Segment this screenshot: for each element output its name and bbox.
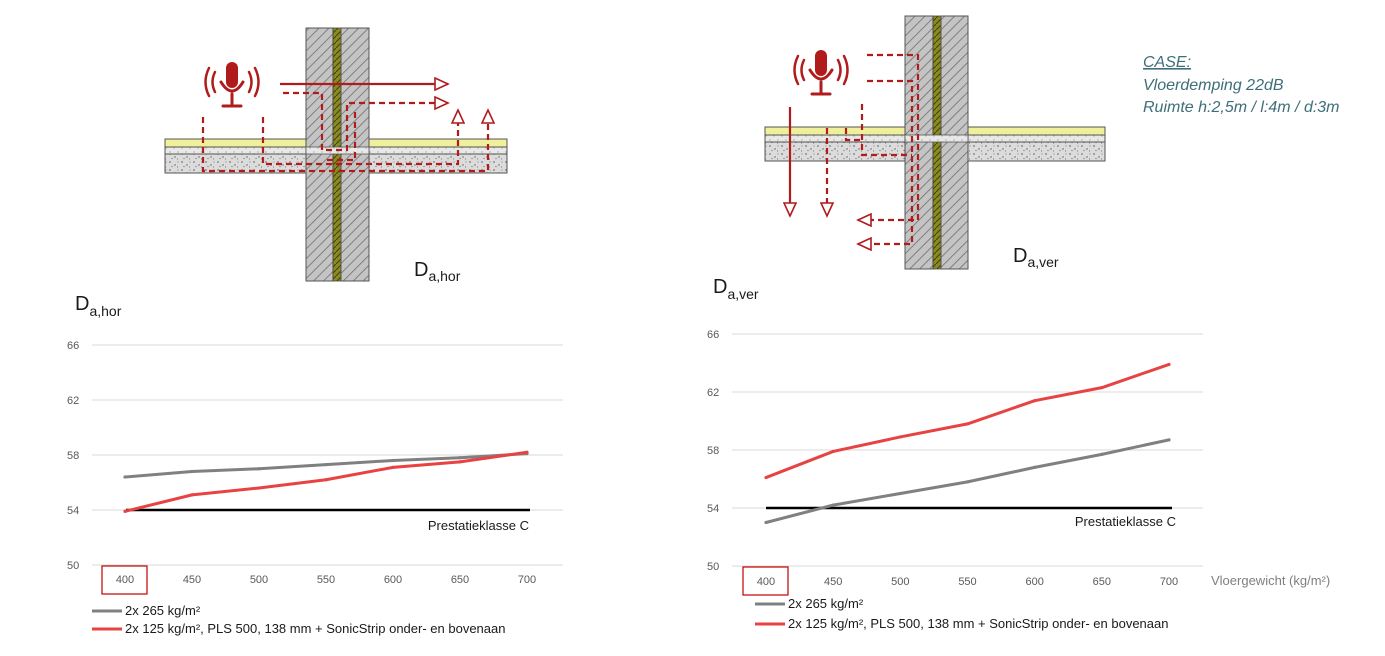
microphone-icon <box>204 62 260 108</box>
data-point <box>324 463 328 467</box>
data-point <box>190 493 194 497</box>
data-point <box>123 475 127 479</box>
data-point <box>391 465 395 469</box>
diagram-label-daver: Da,ver <box>1013 245 1059 270</box>
data-point <box>391 458 395 463</box>
y-tick-label: 58 <box>67 450 79 462</box>
series-line-red <box>765 363 1170 479</box>
y-tick-label: 62 <box>707 387 719 399</box>
chart-title-sub: a,hor <box>89 303 121 319</box>
y-tick-label: 50 <box>707 561 719 573</box>
sound-paths <box>790 53 920 244</box>
reference-label: Prestatieklasse C <box>428 518 529 533</box>
legend-label: 2x 125 kg/m², PLS 500, 138 mm + SonicStr… <box>125 621 505 636</box>
chart-daver: Da,ver 50 54 58 62 66 400 450 500 550 600 650 700 Vlo… <box>707 276 1330 631</box>
x-axis-title: Vloergewicht (kg/m²) <box>1211 573 1330 588</box>
chart-title: Da,hor <box>75 293 122 319</box>
legend-label: 2x 265 kg/m² <box>788 596 864 611</box>
wall-leaf-left <box>305 27 334 282</box>
data-point <box>1167 438 1171 442</box>
data-point <box>965 480 970 484</box>
data-point <box>831 449 835 454</box>
case-line-room: Ruimte h:2,5m / l:4m / d:3m <box>1143 99 1340 116</box>
diagram-label-dahor: Da,hor <box>414 259 461 284</box>
chart-title-main: D <box>713 276 727 298</box>
x-tick-label: 650 <box>451 574 469 586</box>
highlight-box-400 <box>101 565 148 595</box>
data-point <box>324 478 328 482</box>
data-point <box>525 450 529 454</box>
floor-finish-layer <box>164 138 308 148</box>
case-title: CASE: <box>1143 54 1191 71</box>
chart-title-sub: a,ver <box>727 286 758 302</box>
wall-leaf-right <box>940 15 969 270</box>
x-tick-label: 550 <box>317 574 335 586</box>
data-point <box>965 422 970 426</box>
x-tick-label: 500 <box>891 576 909 588</box>
y-tick-label: 66 <box>67 340 79 352</box>
data-point <box>898 435 902 439</box>
vertical-transmission-diagram: Da,ver <box>764 15 1106 270</box>
floor-finish-layer <box>368 138 508 148</box>
x-tick-label: 650 <box>1093 576 1111 588</box>
x-tick-label: 550 <box>958 576 976 588</box>
data-point <box>458 460 462 464</box>
slab-through-wall <box>904 134 969 143</box>
floor-finish-layer <box>764 126 906 136</box>
x-tick-label: 400 <box>116 574 134 586</box>
chart-dahor: Da,hor 50 54 58 62 66 400 450 500 550 600 650 700 Pre… <box>67 293 563 636</box>
case-line-damping: Vloerdemping 22dB <box>1143 77 1284 94</box>
data-point <box>831 503 835 507</box>
x-tick-label: 600 <box>1025 576 1043 588</box>
x-tick-label: 600 <box>384 574 402 586</box>
horizontal-transmission-diagram: Da,hor <box>164 27 508 284</box>
series-line-red <box>124 450 528 513</box>
floor-finish-layer <box>967 126 1106 136</box>
legend-label: 2x 265 kg/m² <box>125 603 201 618</box>
case-description: CASE: Vloerdemping 22dB Ruimte h:2,5m / … <box>1143 54 1340 116</box>
chart-title: Da,ver <box>713 276 759 302</box>
data-point <box>190 469 194 474</box>
data-point <box>458 456 462 460</box>
data-point <box>1100 386 1104 390</box>
x-tick-label: 700 <box>518 574 536 586</box>
y-tick-label: 50 <box>67 560 79 572</box>
data-point <box>123 509 127 513</box>
data-point <box>764 475 768 480</box>
legend-label: 2x 125 kg/m², PLS 500, 138 mm + SonicStr… <box>788 616 1168 631</box>
chart-title-main: D <box>75 293 89 315</box>
x-tick-label: 500 <box>250 574 268 586</box>
y-tick-label: 58 <box>707 445 719 457</box>
data-point <box>1167 362 1171 367</box>
sound-paths <box>201 84 488 173</box>
highlight-box-400 <box>742 566 789 596</box>
y-tick-label: 66 <box>707 329 719 341</box>
y-tick-label: 62 <box>67 395 79 407</box>
data-point <box>1033 465 1037 469</box>
data-point <box>898 491 902 496</box>
data-point <box>1033 399 1037 403</box>
data-point <box>764 520 768 525</box>
data-point <box>257 467 261 471</box>
y-tick-label: 54 <box>67 505 79 517</box>
x-tick-label: 450 <box>824 576 842 588</box>
x-tick-label: 700 <box>1160 576 1178 588</box>
wall-cavity-insulation <box>932 15 942 270</box>
data-point <box>1100 452 1104 456</box>
reference-label: Prestatieklasse C <box>1075 514 1176 529</box>
data-point <box>257 486 261 490</box>
y-tick-label: 54 <box>707 503 719 515</box>
wall-cavity-insulation <box>332 27 342 282</box>
x-tick-label: 400 <box>757 576 775 588</box>
x-tick-label: 450 <box>183 574 201 586</box>
microphone-icon <box>793 50 849 96</box>
